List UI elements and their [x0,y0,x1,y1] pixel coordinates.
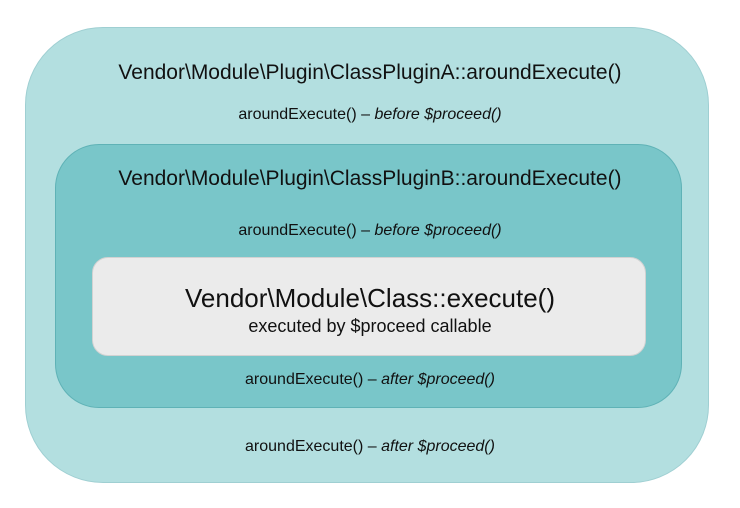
plugin-b-after-label: aroundExecute() – after $proceed() [245,371,495,388]
plugin-a-title: Vendor\Module\Plugin\ClassPluginA::aroun… [118,61,622,84]
class-execute-subtitle: executed by $proceed callable [248,316,492,336]
plugin-a-after-label: aroundExecute() – after $proceed() [245,438,495,455]
plugin-a-before-label: aroundExecute() – before $proceed() [238,106,502,123]
class-execute-title: Vendor\Module\Class::execute() [185,283,555,313]
plugin-b-before-label: aroundExecute() – before $proceed() [238,222,502,239]
plugin-b-title: Vendor\Module\Plugin\ClassPluginB::aroun… [118,167,622,190]
inner-class-box [92,257,646,356]
